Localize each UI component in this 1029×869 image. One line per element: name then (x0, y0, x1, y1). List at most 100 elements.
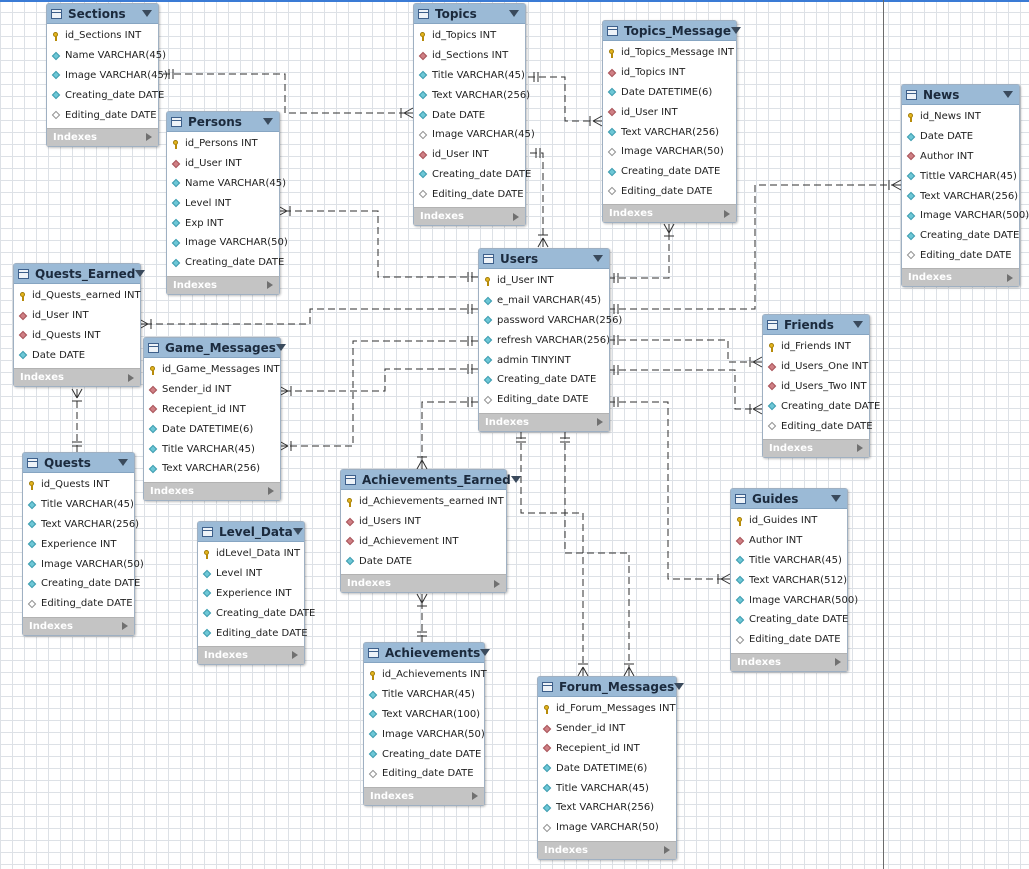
column-row[interactable]: Sender_id INT (538, 719, 676, 739)
column-row[interactable]: Image VARCHAR(50) (538, 818, 676, 838)
indexes-section[interactable]: Indexes (364, 786, 484, 805)
column-row[interactable]: Text VARCHAR(256) (414, 85, 530, 105)
indexes-section[interactable]: Indexes (144, 481, 280, 500)
column-row[interactable]: id_Quests INT (14, 326, 140, 346)
relationship-users-to-forum-messages[interactable] (560, 432, 635, 677)
column-row[interactable]: Creating_date DATE (902, 226, 1019, 246)
column-row[interactable]: Editing_date DATE (763, 416, 873, 436)
column-row[interactable]: Name VARCHAR(45) (47, 46, 166, 66)
column-row[interactable]: Text VARCHAR(512) (731, 570, 847, 590)
column-row[interactable]: Date DATETIME(6) (603, 83, 736, 103)
column-row[interactable]: Image VARCHAR(45) (47, 66, 168, 86)
expand-arrow-icon[interactable] (146, 133, 152, 142)
indexes-section[interactable]: Indexes (198, 645, 304, 664)
expand-arrow-icon[interactable] (267, 281, 273, 290)
expand-arrow-icon[interactable] (724, 209, 730, 218)
column-row[interactable]: id_Forum_Messages INT (538, 699, 676, 719)
table-header[interactable]: Users (479, 249, 609, 269)
collapse-toggle-icon[interactable] (142, 10, 152, 17)
expand-arrow-icon[interactable] (597, 418, 603, 427)
column-row[interactable]: id_Guides INT (731, 511, 847, 531)
expand-arrow-icon[interactable] (268, 487, 274, 496)
column-row[interactable]: Editing_date DATE (479, 390, 609, 410)
column-row[interactable]: Creating_date DATE (364, 744, 484, 764)
column-row[interactable]: Text VARCHAR(256) (902, 186, 1019, 206)
column-row[interactable]: Text VARCHAR(256) (23, 515, 139, 535)
relationship-users-to-quests-earned[interactable] (138, 304, 478, 330)
expand-arrow-icon[interactable] (664, 846, 670, 855)
column-row[interactable]: Creating_date DATE (603, 162, 736, 182)
indexes-section[interactable]: Indexes (14, 368, 140, 387)
column-row[interactable]: Editing_date DATE (902, 246, 1019, 266)
column-row[interactable]: idLevel_Data INT (198, 544, 304, 564)
indexes-section[interactable]: Indexes (167, 275, 279, 294)
column-row[interactable]: Level INT (167, 193, 279, 213)
column-row[interactable]: refresh VARCHAR(256) (479, 330, 610, 350)
indexes-section[interactable]: Indexes (341, 574, 506, 593)
relationship-topics-to-topics-message[interactable] (528, 72, 603, 127)
column-row[interactable]: Date DATETIME(6) (144, 419, 280, 439)
column-row[interactable]: id_Achievements INT (364, 665, 487, 685)
relationship-users-to-friends[interactable] (608, 335, 763, 368)
column-row[interactable]: id_Friends INT (763, 337, 869, 357)
table-header[interactable]: Guides (731, 489, 847, 509)
column-row[interactable]: Text VARCHAR(256) (603, 122, 736, 142)
column-row[interactable]: Date DATE (341, 551, 506, 571)
relationship-users-to-achievements-earned[interactable] (416, 397, 478, 470)
table-header[interactable]: Achievements_Earned (341, 470, 521, 490)
relationship-achievements-to-achievements-earned[interactable] (416, 593, 428, 642)
column-row[interactable]: Image VARCHAR(500) (731, 590, 858, 610)
expand-arrow-icon[interactable] (857, 444, 863, 453)
relationship-quests-to-quests-earned[interactable] (71, 388, 83, 452)
column-row[interactable]: Image VARCHAR(45) (414, 125, 535, 145)
column-row[interactable]: Experience INT (198, 584, 304, 604)
column-row[interactable]: Editing_date DATE (47, 105, 158, 125)
indexes-section[interactable]: Indexes (763, 438, 869, 457)
column-row[interactable]: Recepient_id INT (144, 400, 280, 420)
expand-arrow-icon[interactable] (513, 212, 519, 221)
column-row[interactable]: Editing_date DATE (198, 623, 308, 643)
expand-arrow-icon[interactable] (494, 579, 500, 588)
relationship-users-to-topics[interactable] (530, 148, 549, 248)
column-row[interactable]: Name VARCHAR(45) (167, 174, 286, 194)
indexes-section[interactable]: Indexes (902, 268, 1019, 287)
column-row[interactable]: password VARCHAR(256) (479, 311, 622, 331)
column-row[interactable]: id_Topics INT (414, 26, 525, 46)
indexes-section[interactable]: Indexes (731, 652, 847, 671)
column-row[interactable]: Date DATE (14, 345, 140, 365)
collapse-toggle-icon[interactable] (674, 683, 685, 690)
collapse-toggle-icon[interactable] (118, 459, 128, 466)
column-row[interactable]: Image VARCHAR(50) (167, 233, 288, 253)
column-row[interactable]: Author INT (902, 147, 1019, 167)
relationship-users-to-persons[interactable] (277, 205, 478, 282)
relationship-users-to-news[interactable] (608, 179, 902, 314)
column-row[interactable]: Date DATE (414, 105, 525, 125)
column-row[interactable]: Title VARCHAR(45) (144, 439, 280, 459)
column-row[interactable]: id_Achievements_earned INT (341, 492, 506, 512)
column-row[interactable]: id_Persons INT (167, 134, 279, 154)
table-header[interactable]: Forum_Messages (538, 677, 685, 697)
column-row[interactable]: Editing_date DATE (23, 594, 134, 614)
column-row[interactable]: id_Achievement INT (341, 532, 506, 552)
collapse-toggle-icon[interactable] (593, 255, 603, 262)
column-row[interactable]: Image VARCHAR(500) (902, 206, 1029, 226)
column-row[interactable]: id_Users INT (341, 512, 506, 532)
expand-arrow-icon[interactable] (128, 373, 134, 382)
indexes-section[interactable]: Indexes (603, 204, 736, 223)
table-header[interactable]: Friends (763, 315, 869, 335)
relationship-sections-to-topics[interactable] (163, 69, 414, 119)
relationship-users-to-game-messages[interactable] (278, 336, 478, 452)
column-row[interactable]: Creating_date DATE (47, 85, 164, 105)
column-row[interactable]: Text VARCHAR(256) (144, 459, 280, 479)
expand-arrow-icon[interactable] (835, 658, 841, 667)
